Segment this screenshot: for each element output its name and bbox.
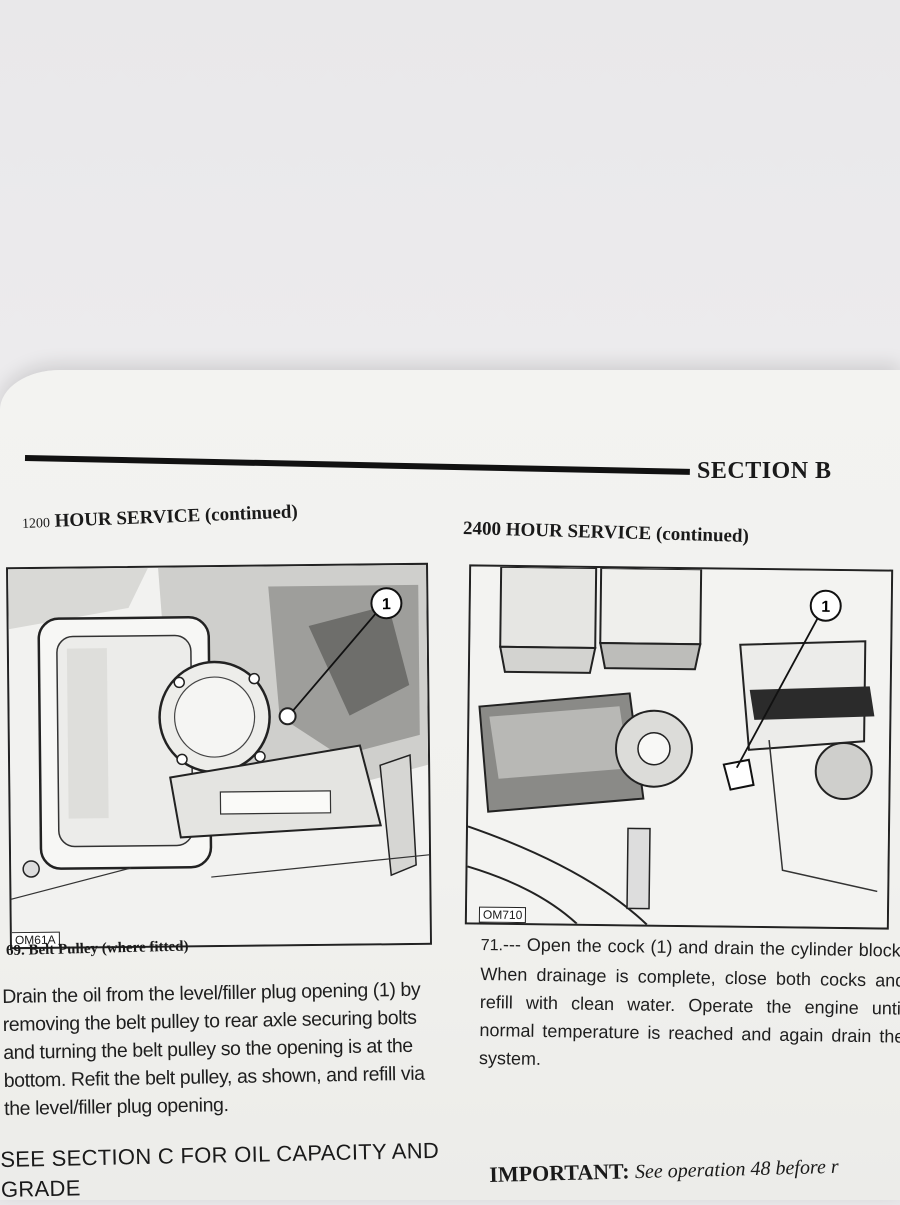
- belt-pulley-illustration: 1 OM61A: [6, 562, 432, 950]
- important-text: See operation 48 before r: [634, 1155, 839, 1184]
- right-instructions: 71.--- Open the cock (1) and drain the c…: [479, 930, 900, 1079]
- callout-number: 1: [821, 599, 830, 616]
- left-instructions: Drain the oil from the level/filler plug…: [2, 978, 425, 1120]
- step-number: 71.: [480, 936, 504, 955]
- drain-cock-illustration: 1 OM710: [464, 564, 894, 930]
- figure-code: OM710: [478, 906, 527, 924]
- belt-pulley-drawing: 1: [8, 564, 430, 948]
- important-label: IMPORTANT:: [489, 1158, 630, 1187]
- callout-circle: [370, 587, 403, 620]
- section-title: SECTION B: [697, 458, 832, 484]
- left-heading-number: 1200: [21, 515, 51, 532]
- callout-number: 1: [382, 596, 391, 613]
- callout-circle: [809, 589, 842, 622]
- drain-cock-drawing: 1: [466, 566, 892, 928]
- step-text: Open the cock (1) and drain the cylinder…: [478, 934, 900, 1069]
- step-dash: ---: [502, 934, 522, 955]
- oil-capacity-note: SEE SECTION C FOR OIL CAPACITY AND GRADE: [0, 1137, 440, 1202]
